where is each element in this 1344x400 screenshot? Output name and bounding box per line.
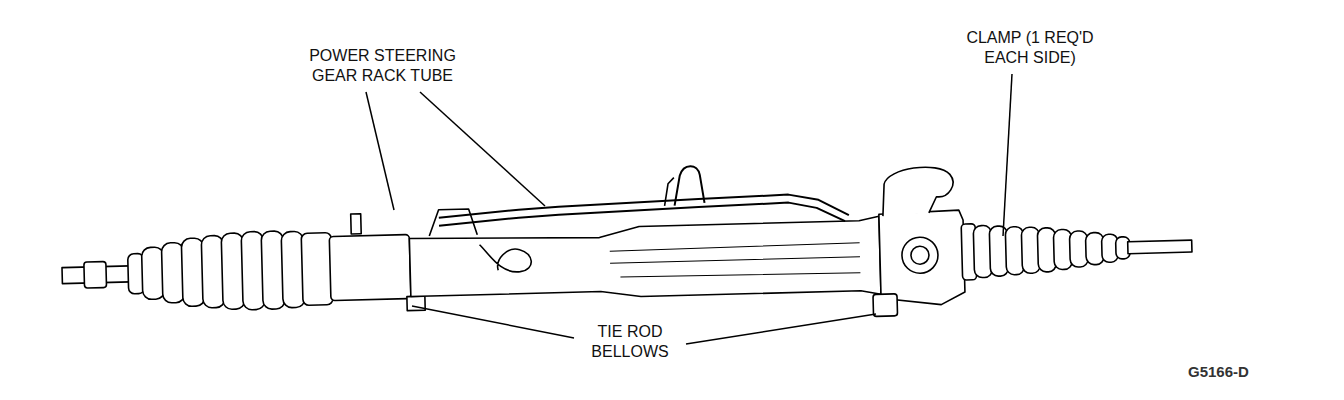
housing-shading [610,243,861,280]
pinion-fitting [882,166,954,216]
leader-line [420,92,545,206]
rack-housing [409,216,881,306]
bellows-collar [301,233,333,306]
valve-fitting [873,294,898,317]
leader-line [1003,74,1012,236]
leader-lines [366,74,1012,344]
figure-code: G5166-D [1188,362,1249,382]
part-label: TIE ROD BELLOWS [580,322,680,362]
tube-loop [674,166,705,206]
fitting-loop [480,243,532,272]
part-label: CLAMP (1 REQ'D EACH SIDE) [945,28,1115,68]
tie-rod-joint [84,262,107,289]
leader-line [412,306,574,338]
mount-tab [351,214,362,234]
tube-clip [664,178,675,206]
left-bellows [127,230,333,313]
housing-end [329,235,411,301]
leader-line [366,92,394,210]
valve-port-inner [911,246,929,264]
valve-port [901,237,938,274]
valve-housing [879,210,965,306]
leader-line [686,314,876,344]
tie-rod-shaft [1128,240,1192,254]
rack-tube [439,201,845,232]
right-bellows [961,220,1130,280]
steering-gear-assembly [60,153,1194,338]
part-label: POWER STEERING GEAR RACK TUBE [300,46,465,86]
